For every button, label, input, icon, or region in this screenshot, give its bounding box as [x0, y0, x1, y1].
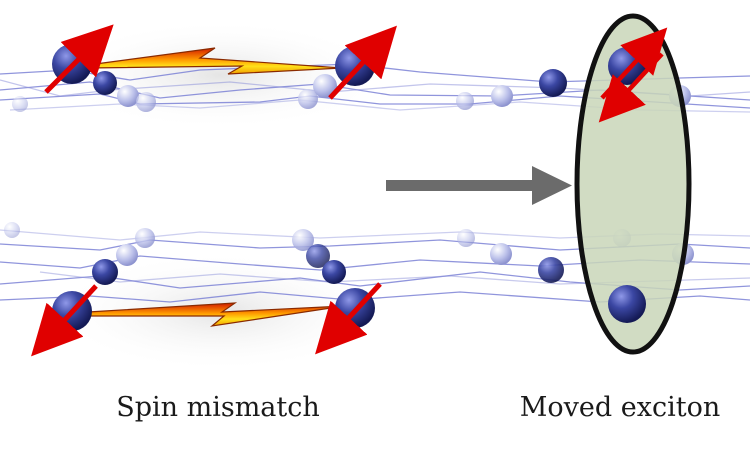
transfer-arrow-icon — [386, 166, 572, 205]
atom — [135, 228, 155, 248]
atom — [93, 71, 117, 95]
atom — [4, 222, 20, 238]
spin-up-arrow-icon — [44, 24, 114, 94]
bottom-lightning-bolt-icon — [87, 302, 345, 327]
atom — [116, 244, 138, 266]
atom — [298, 89, 318, 109]
moved-exciton-ellipse — [574, 13, 692, 355]
spin-up-arrow-icon — [328, 25, 397, 100]
spin-mismatch-caption: Spin mismatch — [116, 392, 320, 423]
atom — [538, 257, 564, 283]
spin-atom-bottom-left — [31, 284, 98, 357]
atom — [92, 259, 118, 285]
atom — [539, 69, 567, 97]
atom — [490, 243, 512, 265]
atom — [292, 229, 314, 251]
moved-exciton-caption: Moved exciton — [519, 392, 721, 423]
spin-atom-top-left — [44, 24, 114, 94]
atom — [457, 229, 475, 247]
atom — [117, 85, 139, 107]
atom — [456, 92, 474, 110]
atom — [136, 92, 156, 112]
atom — [608, 285, 646, 323]
atom — [306, 244, 330, 268]
spin-atom-bottom-middle — [315, 282, 382, 355]
spin-atom-top-middle — [328, 25, 397, 100]
spin-down-arrow-icon — [31, 284, 98, 357]
atom — [322, 260, 346, 284]
spin-down-arrow-icon — [598, 52, 664, 123]
spin-down-arrow-icon — [315, 282, 382, 355]
atom — [313, 74, 337, 98]
atom — [12, 96, 28, 112]
atom — [491, 85, 513, 107]
